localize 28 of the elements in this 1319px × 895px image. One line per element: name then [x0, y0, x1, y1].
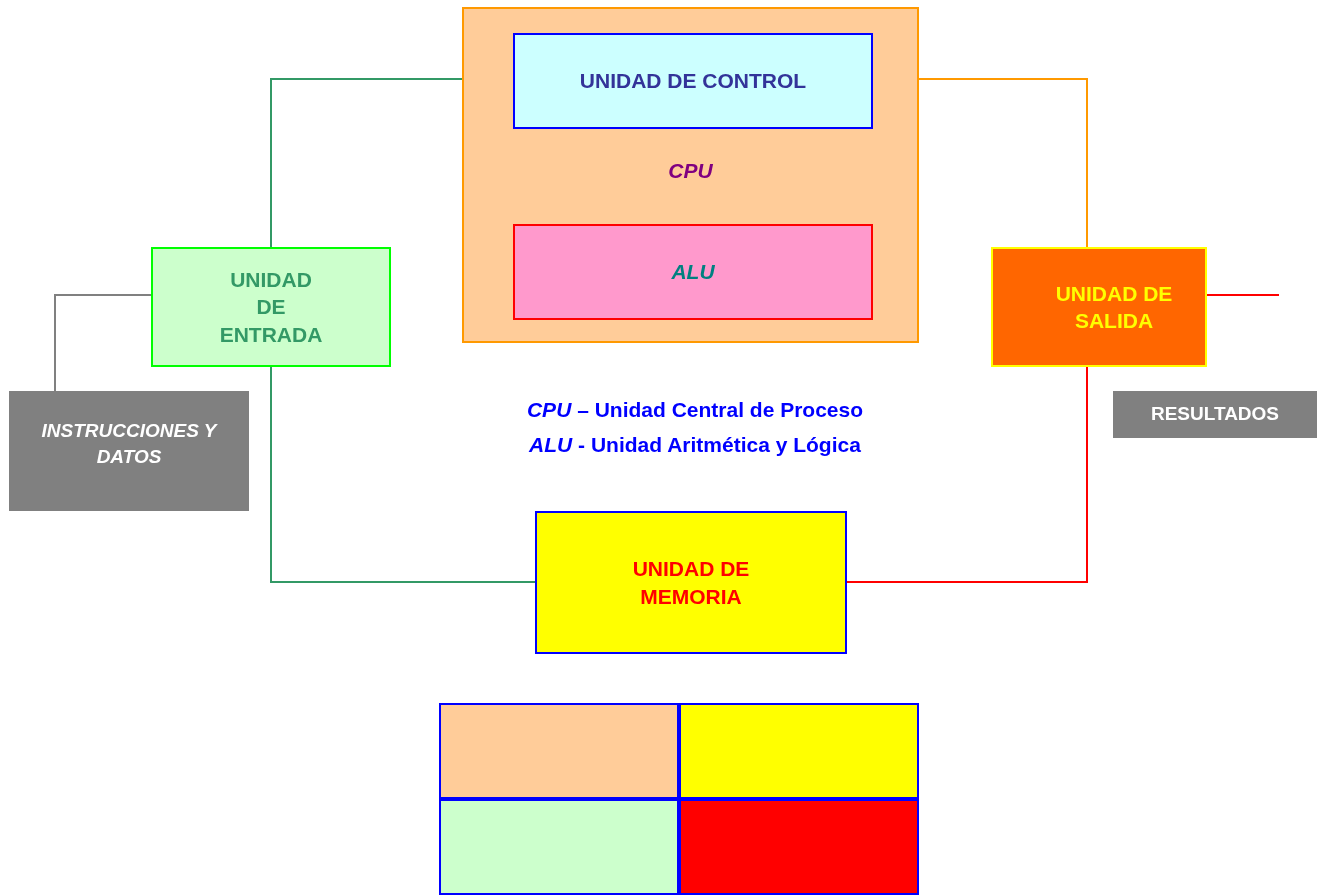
memory-unit-box: [535, 511, 847, 654]
alu-box: [513, 224, 873, 320]
cpu-box: [462, 7, 919, 343]
node-label: INSTRUCCIONES Y DATOS: [40, 419, 219, 469]
results-box: [1113, 391, 1317, 438]
color-box: [679, 799, 919, 895]
color-box: [439, 703, 679, 799]
node-label: UNIDAD DE CONTROL: [579, 68, 807, 95]
acronym-definition: CPU – Unidad Central de Proceso: [525, 398, 865, 422]
acronym-definition: ALU - Unidad Aritmética y Lógica: [528, 433, 862, 457]
data-box: [9, 391, 249, 511]
node-label: RESULTADOS: [1150, 402, 1280, 427]
color-box: [679, 703, 919, 799]
output-unit-box: [991, 247, 1207, 367]
control-unit-box: [513, 33, 873, 129]
connector-line: [1206, 294, 1280, 296]
connector-line: [918, 78, 1088, 248]
node-label: CPU: [668, 158, 713, 184]
color-box: [439, 799, 679, 895]
connector-line: [54, 294, 152, 392]
node-label: ALU: [671, 259, 715, 286]
connector-line: [270, 366, 536, 583]
node-label: UNIDAD DE MEMORIA: [631, 556, 751, 610]
node-label: UNIDAD DE ENTRADA: [218, 267, 324, 348]
input-unit-box: [151, 247, 391, 367]
connector-line: [846, 366, 1088, 583]
connector-line: [270, 78, 463, 248]
node-label: UNIDAD DE SALIDA: [1054, 280, 1174, 334]
